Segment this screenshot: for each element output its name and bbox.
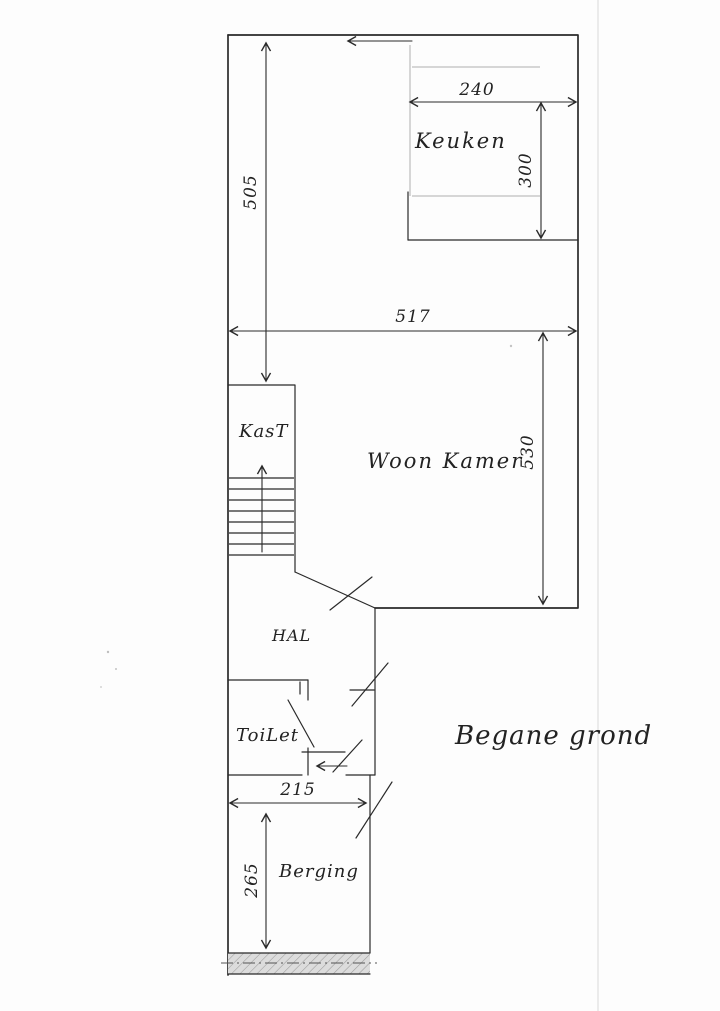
dimension-label: 240: [458, 80, 494, 100]
scan-artifacts: [100, 0, 599, 1011]
dimension-label: 517: [395, 307, 430, 327]
door-swing-berging: [355, 781, 393, 839]
speckle: [106, 650, 110, 654]
dimension-505: 505: [241, 41, 272, 383]
room-label-hal: HAL: [271, 626, 311, 645]
dimension-label: 505: [241, 174, 261, 209]
door-swing-toilet: [287, 699, 315, 748]
dimension-530: 530: [518, 331, 549, 606]
speckle: [115, 668, 117, 670]
wall-berging-bottom-outline: [227, 952, 371, 975]
wall-diagonal-hal: [294, 571, 376, 609]
speckle: [509, 344, 513, 348]
room-label-keuken: Keuken: [414, 129, 507, 153]
walls: [227, 34, 579, 976]
door-swing-woonkamer: [329, 576, 373, 611]
wall-outline-top-right: [227, 34, 579, 609]
dimension-label: 215: [279, 780, 315, 800]
dimension-300: 300: [516, 101, 547, 240]
staircase: [229, 464, 294, 556]
room-labels: Keuken Woon Kamer KasT HAL ToiLet Bergin…: [236, 129, 523, 882]
plan-title: Begane grond: [454, 721, 652, 751]
kitchen-counter: [407, 45, 579, 241]
speckle: [100, 686, 102, 688]
berging-bottom-wall: [221, 952, 377, 975]
door-swing-hal-berging: [332, 739, 363, 773]
room-label-berging: Berging: [278, 861, 359, 882]
dimension-label: 530: [518, 434, 538, 469]
room-label-woonkamer: Woon Kamer: [367, 449, 523, 473]
doors: [287, 35, 413, 839]
dimension-265: 265: [242, 812, 272, 950]
room-label-kast: KasT: [238, 421, 289, 442]
dimension-label: 300: [516, 152, 536, 187]
dimension-517: 517: [228, 307, 578, 337]
door-swing-hal-east: [351, 662, 389, 707]
dimension-215: 215: [228, 780, 368, 809]
dimension-240: 240: [408, 80, 578, 108]
dimension-label: 265: [242, 862, 262, 898]
wall-kast: [227, 384, 296, 573]
room-label-toilet: ToiLet: [236, 725, 299, 746]
